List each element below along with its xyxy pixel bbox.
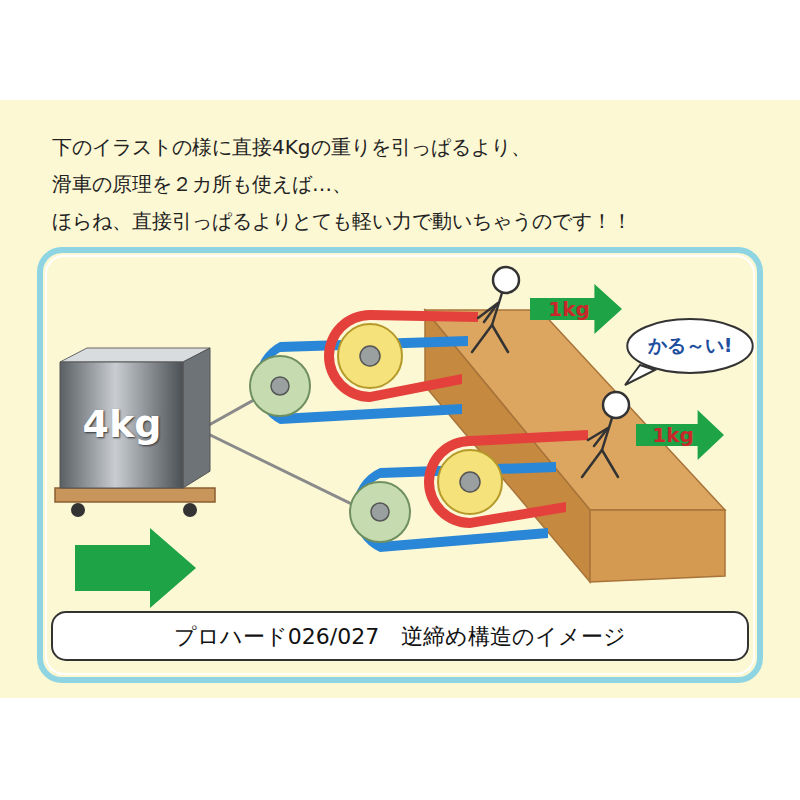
panel-inner-line	[46, 256, 754, 674]
yellow-pulley	[438, 450, 502, 514]
node-text: 1kg	[548, 297, 590, 321]
intro-text: ほらね、直接引っぱるよりとても軽い力で動いちゃうのです！！	[52, 208, 632, 235]
cart	[55, 488, 215, 502]
bubble-tail	[625, 365, 655, 385]
person	[582, 392, 629, 477]
caption-box	[52, 612, 748, 660]
pulley-hub	[460, 472, 480, 492]
wood-end	[590, 510, 725, 582]
node-text: 1kg	[652, 423, 694, 447]
weight-box: 4kg	[60, 348, 210, 488]
speech-bubble: かる～い!	[626, 318, 754, 374]
pulley-hub	[271, 377, 289, 395]
pulley-hub	[371, 503, 389, 521]
force-arrow: 1kg	[530, 284, 622, 334]
wheel	[183, 503, 197, 517]
yellow-ground	[0, 100, 800, 698]
panel-frame	[40, 250, 760, 680]
yellow-pulley	[338, 324, 402, 388]
green-pulley	[250, 356, 310, 416]
intro-text: 滑車の原理を２カ所も使えば…、	[52, 171, 352, 198]
node-text: かる～い!	[648, 333, 733, 359]
green-pulley	[350, 482, 410, 542]
node-text: 4kg	[83, 402, 162, 446]
caption-text: プロハード026/027 逆締め構造のイメージ	[174, 622, 626, 652]
wheel	[71, 503, 85, 517]
person	[472, 267, 519, 352]
red-belt	[324, 310, 478, 402]
intro-text: 下のイラストの様に直接4Kgの重りを引っぱるより、	[52, 134, 531, 161]
force-arrow: 1kg	[636, 410, 724, 460]
green-arrow	[75, 528, 196, 608]
rope	[200, 430, 368, 512]
pulley-hub	[360, 346, 380, 366]
red-belt	[424, 430, 588, 528]
